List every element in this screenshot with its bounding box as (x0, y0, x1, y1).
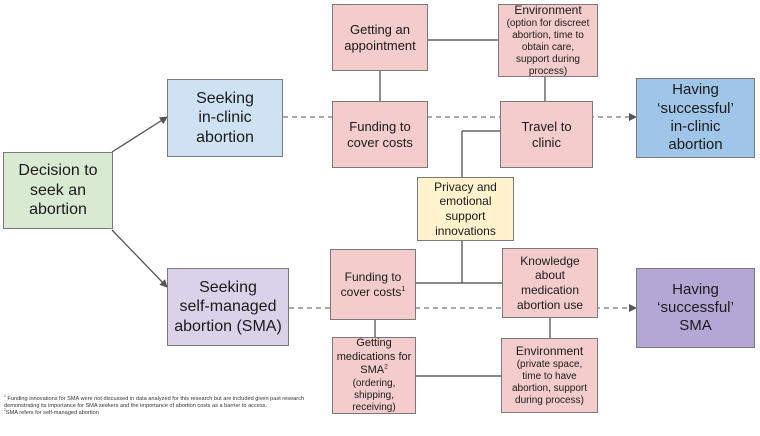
environment-sma-title: Environment (515, 344, 584, 359)
environment-clinic-title: Environment (514, 3, 582, 18)
footnote-marker-1: 1 (401, 283, 406, 293)
medications-title-3: SMA (360, 364, 385, 377)
footnotes: 1 Funding innovations for SMA were not d… (4, 394, 324, 417)
arrow-decision-to-clinic (111, 116, 168, 153)
environment-sma-node: Environment (private space, time to have… (501, 338, 598, 413)
medications-title-1: Getting (356, 337, 392, 350)
footnote-1: 1 Funding innovations for SMA were not d… (4, 394, 305, 409)
success-sma-node: Having ‘successful’ SMA (636, 268, 755, 348)
medications-detail: (ordering, shipping, receiving) (352, 377, 396, 413)
funding-clinic-node: Funding to cover costs (332, 101, 428, 168)
travel-clinic-node: Travel to clinic (500, 101, 593, 168)
environment-clinic-detail: (option for discreet abortion, time to o… (506, 17, 590, 77)
seeking-in-clinic-node: Seeking in-clinic abortion (167, 79, 283, 157)
footnote-marker-2: 2 (384, 363, 388, 371)
privacy-support-node: Privacy and emotional support innovation… (417, 177, 514, 241)
environment-clinic-node: Environment (option for discreet abortio… (498, 3, 598, 77)
decision-node: Decision to seek an abortion (3, 152, 113, 229)
environment-sma-detail: (private space, time to have abortion, s… (511, 358, 588, 406)
footnote-2: 2SMA refers for self-managed abortion (4, 408, 99, 416)
medications-sma-node: Getting medications for SMA2 (ordering, … (332, 337, 416, 414)
funding-sma-label: Funding to cover costs (340, 269, 402, 299)
seeking-sma-node: Seeking self-managed abortion (SMA) (167, 268, 289, 346)
knowledge-sma-node: Knowledge about medication abortion use (502, 248, 598, 318)
medications-title-2: medications for (336, 350, 412, 363)
success-in-clinic-node: Having ‘successful’ in-clinic abortion (636, 78, 755, 158)
arrow-decision-to-sma (111, 229, 168, 288)
funding-sma-node: Funding to cover costs1 (330, 249, 416, 320)
getting-appointment-node: Getting an appointment (332, 4, 428, 71)
